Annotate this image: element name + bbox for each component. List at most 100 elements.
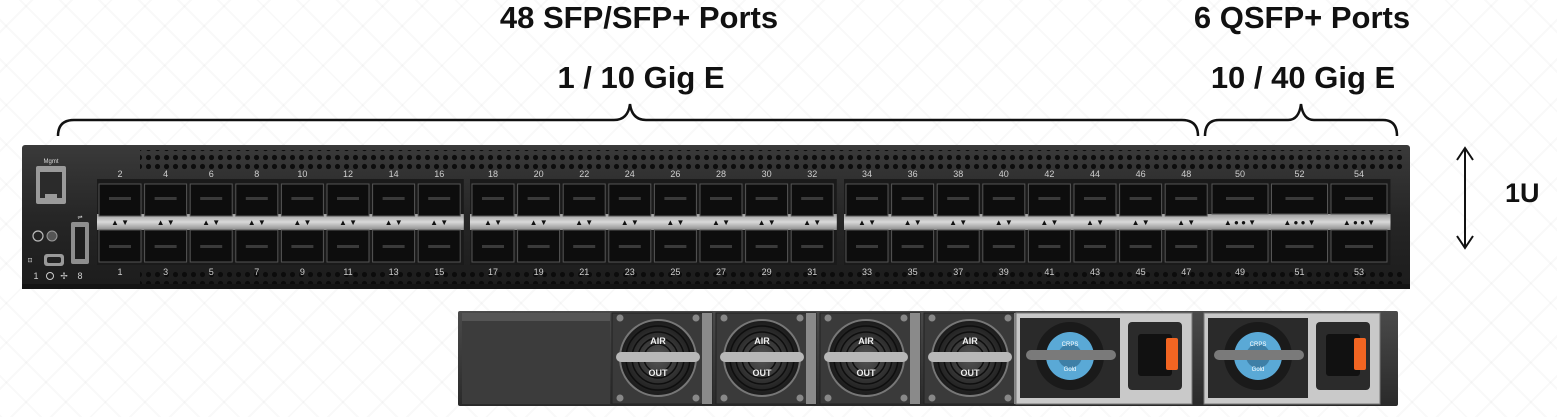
sfp-port-number: 28 [716,169,726,179]
qsfp-port-50[interactable] [1211,183,1269,215]
status-label-8: 8 [77,271,82,281]
psu-latch[interactable] [1166,338,1178,370]
status-label-1: 1 [33,271,38,281]
sfp-port-number: 48 [1181,169,1191,179]
sfp-port-number: 9 [300,267,305,277]
fan-air-label: AIR [858,336,874,346]
fan-air-label: AIR [754,336,770,346]
link-led-icon: ▲ ▼ [1177,218,1195,227]
fan-led-icon: ✢ [60,271,68,281]
qsfp-port-number: 51 [1294,267,1304,277]
psu-gold-label: Gold [1064,367,1077,373]
sfp-port-number: 2 [117,169,122,179]
sfp-port-number: 47 [1181,267,1191,277]
link-led-icon: ▲ ▼ [949,218,967,227]
sfp-port-number: 30 [762,169,772,179]
sfp-port-number: 20 [534,169,544,179]
sfp-port-number: 8 [254,169,259,179]
usb-icon: ⇌ [77,214,82,221]
fan-handle[interactable] [910,313,920,404]
sfp-port-number: 16 [434,169,444,179]
sfp-port-number: 23 [625,267,635,277]
sfp-port-number: 4 [163,169,168,179]
link-led-icon: ▲ ▼ [202,218,220,227]
sfp-port-number: 46 [1136,169,1146,179]
sfp-port-number: 12 [343,169,353,179]
sfp-port-number: 7 [254,267,259,277]
fan-handle[interactable] [702,313,712,404]
rack-unit-label: 1U [1505,178,1540,208]
fan-pull-handle[interactable] [720,352,804,362]
mgmt-port[interactable] [36,166,66,204]
sfp-port-number: 15 [434,267,444,277]
link-led-icon: ▲ ▼ [666,218,684,227]
fan-out-label: OUT [753,368,773,378]
link-led-icon: ▲ ▼ [575,218,593,227]
sfp-ports-speed: 1 / 10 Gig E [557,60,725,95]
mgmt-label: Mgmt [44,159,59,165]
fan-pull-handle[interactable] [824,352,908,362]
qsfp-ports-speed: 10 / 40 Gig E [1210,60,1396,95]
sfp-port-number: 24 [625,169,635,179]
fan-pull-handle[interactable] [928,352,1012,362]
blank-slot [462,313,610,404]
fan-handle[interactable] [806,313,816,404]
fan-pull-handle[interactable] [616,352,700,362]
sfp-port-number: 25 [670,267,680,277]
front-panel: Mgmt ⇌ ⊡ 1 ✢ 8 ▲ ▼21▲ ▼43▲ ▼65▲ ▼87▲ ▼10… [22,145,1410,289]
psu-pull-handle[interactable] [1214,350,1304,360]
link-led-icon: ▲ ▼ [530,218,548,227]
link-led-icon: ▲ ▼ [385,218,403,227]
psu-crps-label: CRPS [1250,342,1267,348]
sfp-port-number: 21 [579,267,589,277]
qsfp-ports-title: 6 QSFP+ Ports [1193,0,1411,35]
fan-module-2[interactable]: AIR OUT [715,312,817,405]
sfp-led-strip [470,214,837,230]
console-icon: ⊡ [27,258,32,264]
fan-out-label: OUT [961,368,981,378]
link-led-icon: ▲ ▼ [339,218,357,227]
sfp-port-number: 19 [534,267,544,277]
psu-latch[interactable] [1354,338,1366,370]
sfp-port-8[interactable] [235,183,279,217]
sfp-led-strip [844,214,1211,230]
link-led-icon: ▲ ▼ [995,218,1013,227]
link-led-icon: ▲ ▼ [803,218,821,227]
link-led-icon: ▲ ▼ [758,218,776,227]
sfp-port-number: 32 [807,169,817,179]
link-led-icon: ▲ ● ● ▼ [1283,218,1315,227]
sfp-bracket [56,103,1200,137]
sfp-port-5[interactable] [189,229,233,263]
sfp-port-number: 26 [670,169,680,179]
link-led-icon: ▲ ▼ [484,218,502,227]
psu-pull-handle[interactable] [1026,350,1116,360]
sfp-port-number: 37 [953,267,963,277]
sfp-port-13[interactable] [372,229,416,263]
sfp-port-number: 31 [807,267,817,277]
sfp-port-number: 39 [999,267,1009,277]
reset-button[interactable] [46,230,58,242]
fan-air-label: AIR [962,336,978,346]
sfp-port-number: 6 [209,169,214,179]
sfp-port-36[interactable] [891,183,935,217]
link-led-icon: ▲ ▼ [621,218,639,227]
sfp-port-number: 43 [1090,267,1100,277]
fan-module-4[interactable]: AIR OUT [923,312,1025,405]
sfp-port-number: 17 [488,267,498,277]
reset-icon [32,230,44,242]
sfp-port-number: 13 [389,267,399,277]
link-led-icon: ▲ ▼ [712,218,730,227]
fan-air-label: AIR [650,336,666,346]
link-led-icon: ▲ ▼ [157,218,175,227]
sfp-port-number: 5 [209,267,214,277]
sfp-port-number: 18 [488,169,498,179]
sfp-ports-title: 48 SFP/SFP+ Ports [499,0,779,35]
